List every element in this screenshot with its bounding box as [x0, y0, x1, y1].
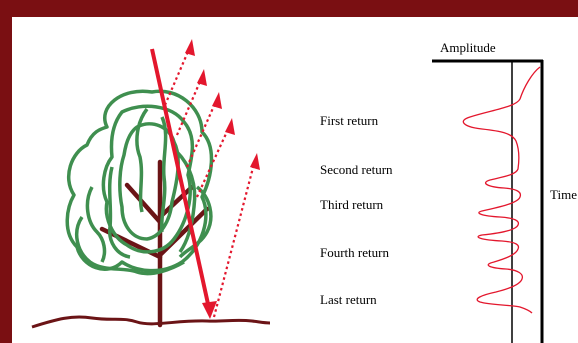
label-second-return: Second return	[320, 162, 393, 177]
label-third-return: Third return	[320, 197, 384, 212]
return-arrow-3	[185, 98, 219, 168]
arrowhead-icon	[185, 39, 195, 56]
laser-pulse-arrowhead	[202, 301, 217, 319]
waveform-line	[462, 66, 541, 314]
arrowhead-icon	[225, 118, 235, 135]
laser-pulse-line	[150, 48, 212, 314]
arrowhead-icon	[250, 153, 260, 170]
amplitude-axis-label: Amplitude	[440, 40, 496, 55]
tree-foliage	[65, 89, 214, 276]
arrowhead-icon	[197, 69, 207, 86]
label-last-return: Last return	[320, 292, 377, 307]
arrowhead-icon	[212, 92, 222, 109]
diagram-panel: First return Second return Third return …	[12, 17, 578, 343]
lidar-diagram: First return Second return Third return …	[31, 39, 577, 343]
return-arrow-5	[212, 159, 257, 318]
return-arrowheads	[185, 39, 260, 170]
label-fourth-return: Fourth return	[320, 245, 389, 260]
return-arrow-4	[196, 124, 231, 198]
label-first-return: First return	[320, 113, 379, 128]
ground-line	[31, 315, 271, 329]
time-axis-label: Time	[550, 187, 577, 202]
return-arrows	[163, 46, 257, 318]
return-arrow-2	[175, 76, 204, 136]
